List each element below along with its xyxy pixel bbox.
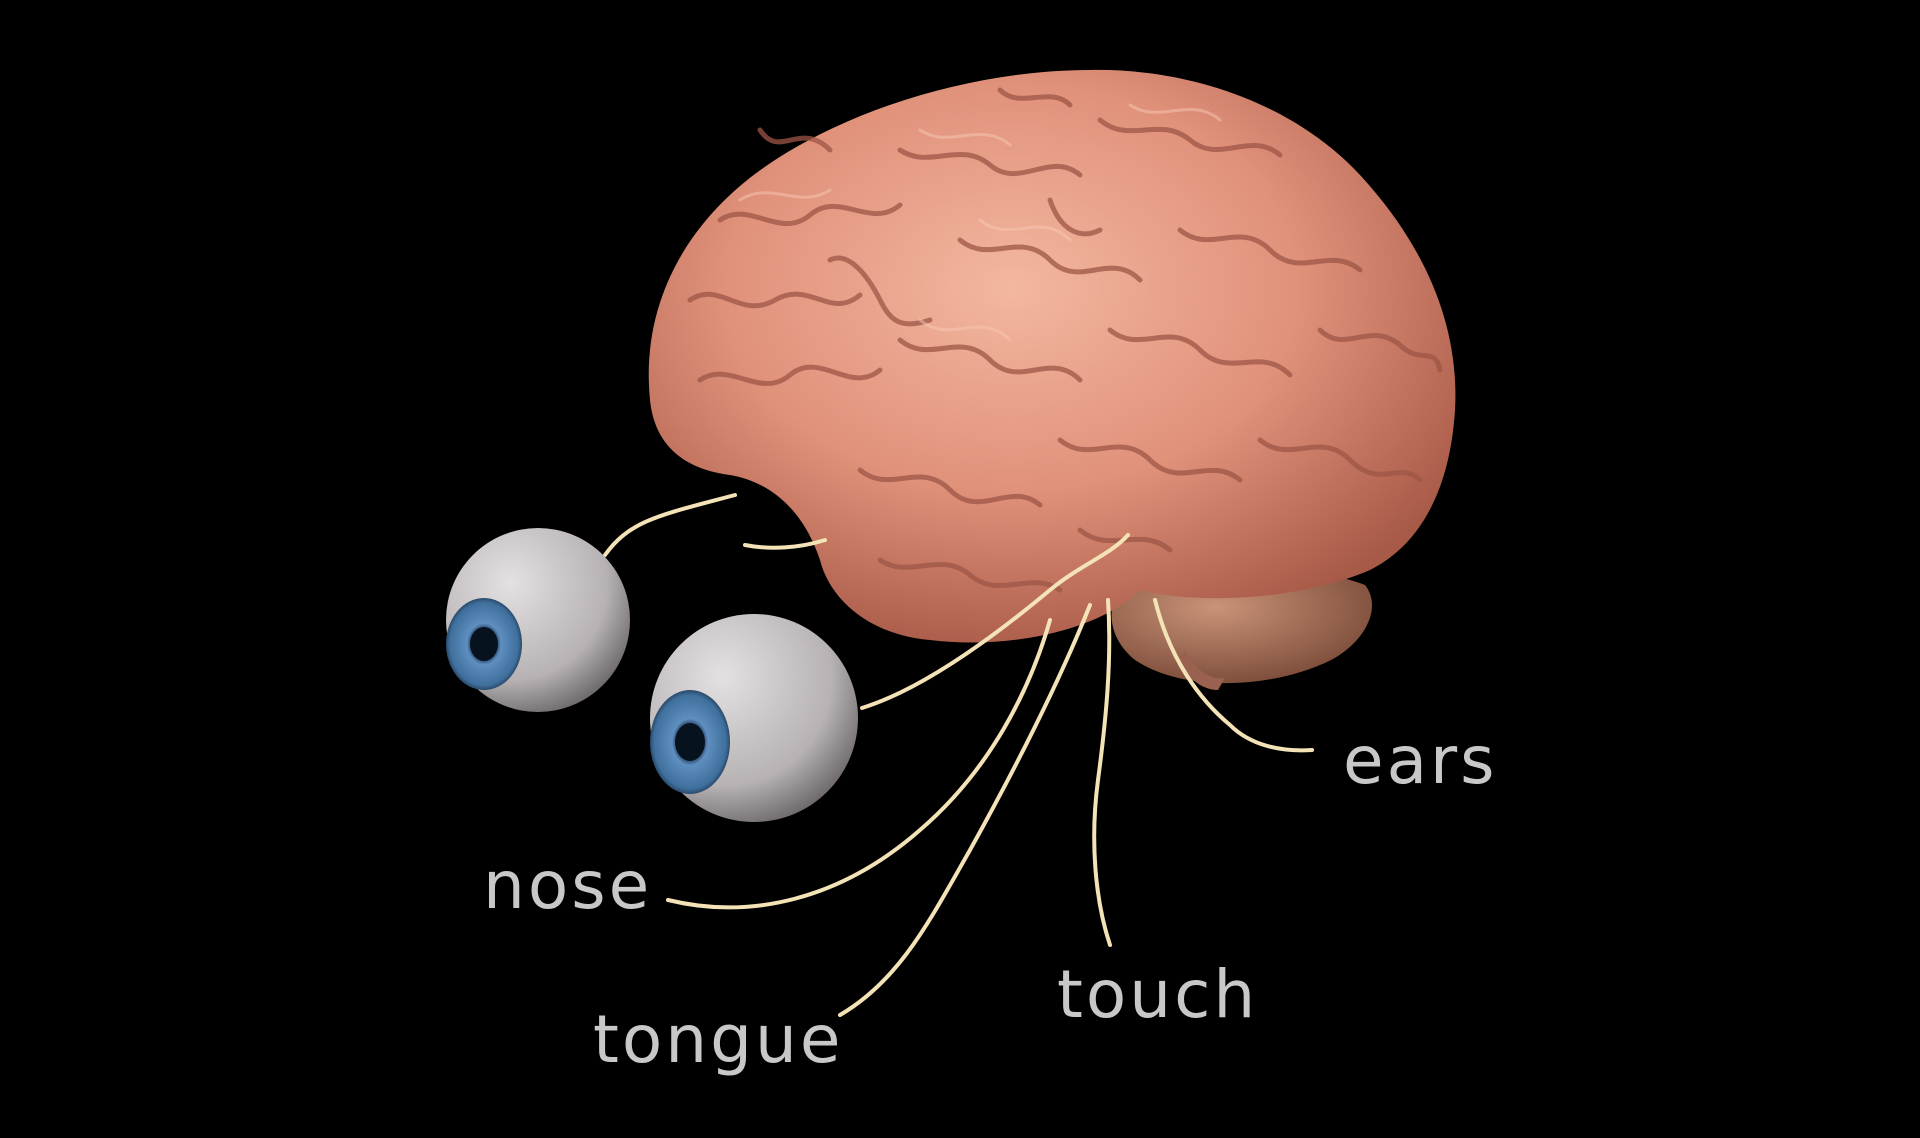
nerve-ears xyxy=(1153,598,1314,753)
nerve-touch xyxy=(1092,598,1112,947)
nerve-eye-left xyxy=(603,493,737,557)
nerve-lines xyxy=(603,493,1314,1017)
eyeball-left-icon xyxy=(446,528,630,712)
eyeball-right-icon xyxy=(650,614,858,822)
label-tongue: tongue xyxy=(593,1001,844,1078)
label-nose: nose xyxy=(483,847,653,924)
nerve-eye-left-2 xyxy=(743,538,827,550)
label-touch: touch xyxy=(1057,956,1259,1033)
label-ears: ears xyxy=(1343,722,1498,799)
nerve-eye-right xyxy=(860,533,1130,710)
brain-icon xyxy=(648,69,1456,643)
nerve-tongue xyxy=(838,603,1092,1017)
nerve-nose xyxy=(666,618,1052,910)
brainstem xyxy=(1180,650,1225,690)
